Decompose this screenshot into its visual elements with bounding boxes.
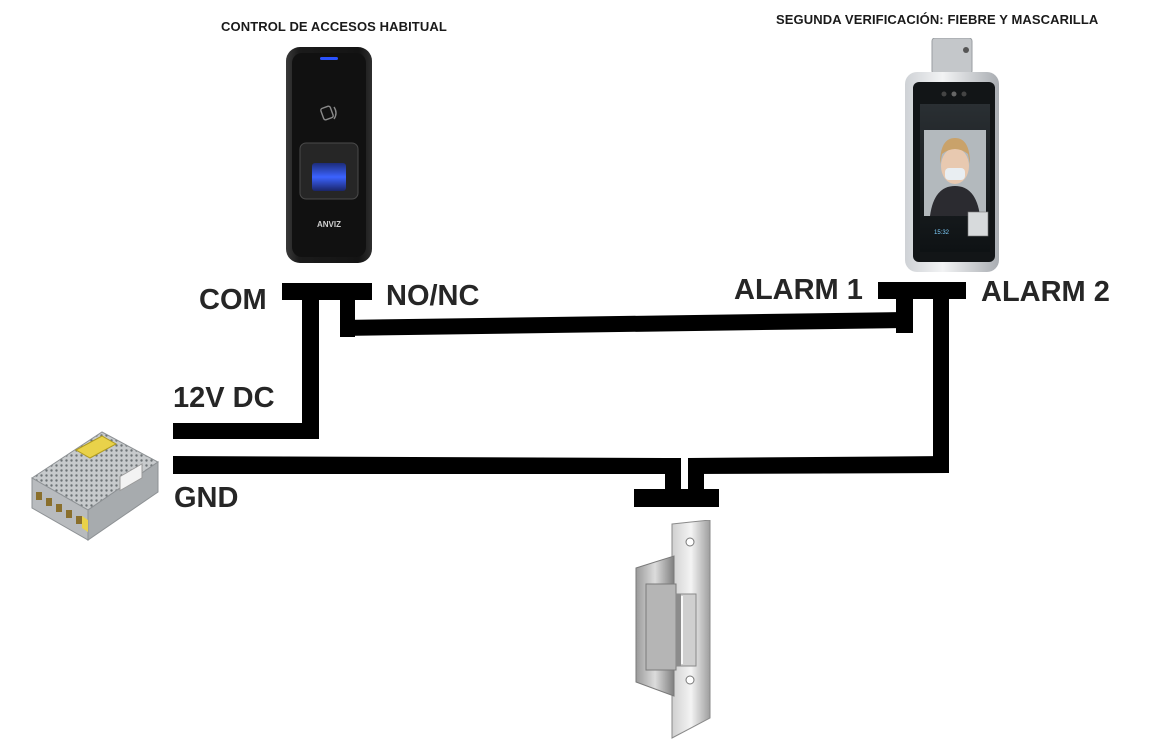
wire-alarm2-return: [688, 456, 949, 474]
title-second-verification: SEGUNDA VERIFICACIÓN: FIEBRE Y MASCARILL…: [776, 12, 1099, 27]
wire-12v: [173, 423, 319, 439]
power-supply-image: [31, 431, 159, 541]
label-gnd: GND: [174, 482, 239, 514]
fingerprint-reader-image: ANVIZ: [286, 47, 372, 263]
thermal-terminal-image: 15:32: [905, 38, 999, 272]
lock-terminal-bar: [634, 489, 719, 507]
reader-terminal-bar: [282, 283, 372, 300]
reader-brand-logo: ANVIZ: [317, 220, 341, 229]
wire-alarm1-drop: [896, 299, 913, 333]
label-no-nc: NO/NC: [386, 280, 480, 312]
wire-alarm2-drop: [933, 299, 949, 473]
rfid-icon: [320, 105, 337, 121]
wire-nonc-alarm1: [340, 312, 904, 336]
label-12v-dc: 12V DC: [173, 382, 275, 414]
title-access-control: CONTROL DE ACCESOS HABITUAL: [221, 19, 447, 34]
lock-lead-left: [665, 458, 681, 490]
screen-clock: 15:32: [934, 230, 950, 236]
label-alarm-2: ALARM 2: [981, 276, 1110, 308]
wire-com-drop: [302, 300, 319, 439]
wire-gnd: [173, 456, 665, 474]
label-alarm-1: ALARM 1: [734, 274, 863, 306]
electric-strike-image: [635, 520, 711, 739]
label-com: COM: [199, 284, 267, 316]
thermal-terminal-bar: [878, 282, 966, 299]
lock-lead-right: [688, 458, 704, 490]
face-image: [930, 138, 980, 216]
